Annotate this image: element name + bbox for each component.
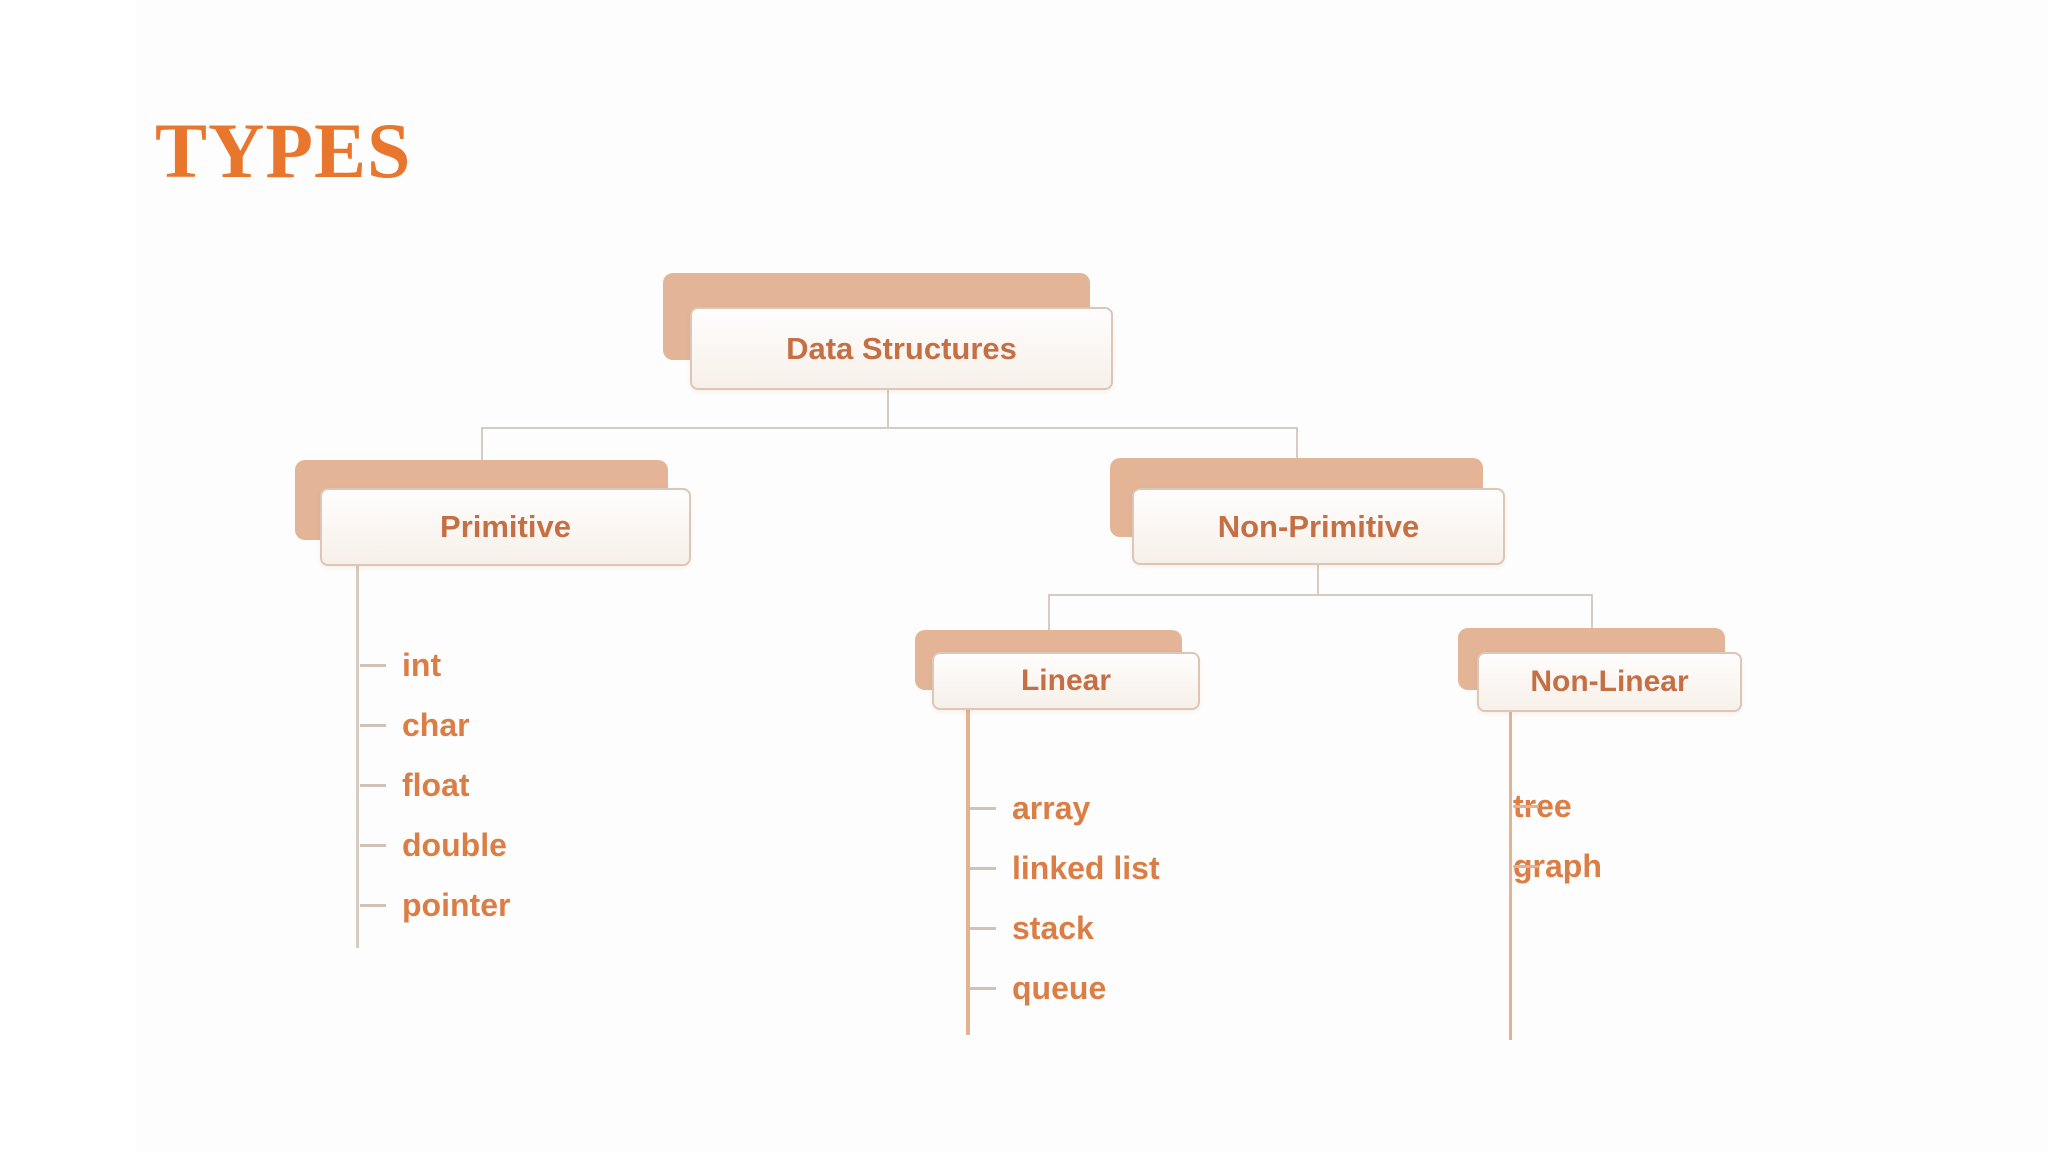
- connector-nonprimitive-bottom-drop: [1317, 563, 1319, 596]
- leaf-label-pointer: pointer: [402, 887, 511, 923]
- leaf-item: array: [970, 778, 1160, 838]
- stem-linear-leaves: [966, 710, 970, 1035]
- leaf-label-array: array: [1012, 790, 1091, 826]
- node-linear-label: Linear: [1020, 664, 1112, 697]
- connector-root-drop: [887, 390, 889, 428]
- connector-nonprimitive-drop: [1296, 427, 1298, 463]
- stem-nonlinear-leaves: [1509, 712, 1512, 1040]
- tick-line: [970, 926, 996, 930]
- node-non-primitive-label: Non-Primitive: [1217, 508, 1420, 544]
- leaf-item: int: [360, 635, 510, 695]
- tick-line: [360, 843, 386, 847]
- tick-line: [970, 806, 996, 810]
- leaf-item: graph: [1513, 836, 1602, 896]
- page-title: TYPES: [155, 107, 412, 194]
- connector-level2-horizontal: [1048, 594, 1593, 596]
- connector-linear-drop: [1048, 594, 1050, 633]
- node-data-structures: Data Structures: [690, 307, 1113, 390]
- tick-line: [360, 903, 386, 907]
- leaf-label-stack: stack: [1012, 910, 1094, 946]
- leaf-item: stack: [970, 898, 1160, 958]
- node-non-primitive: Non-Primitive: [1132, 488, 1505, 565]
- node-primitive-label: Primitive: [440, 509, 571, 544]
- leaf-label-float: float: [402, 767, 470, 803]
- leaf-list-linear: array linked list stack queue: [970, 778, 1160, 1018]
- tick-line: [1513, 864, 1539, 868]
- leaf-label-double: double: [402, 827, 507, 863]
- tick-line: [970, 986, 996, 990]
- tick-line: [360, 723, 386, 727]
- leaf-label-queue: queue: [1012, 970, 1107, 1006]
- connector-nonlinear-drop: [1591, 594, 1593, 631]
- leaf-item: float: [360, 755, 510, 815]
- leaf-item: queue: [970, 958, 1160, 1018]
- node-non-linear: Non-Linear: [1477, 652, 1742, 712]
- leaf-label-linked-list: linked list: [1012, 850, 1160, 886]
- leaf-item: pointer: [360, 875, 510, 935]
- leaf-label-char: char: [402, 707, 470, 743]
- node-non-linear-label: Non-Linear: [1530, 665, 1689, 698]
- leaf-list-primitive: int char float double pointer: [360, 635, 510, 935]
- leaf-label-int: int: [402, 647, 442, 683]
- leaf-list-non-linear: tree graph: [1513, 776, 1602, 896]
- node-linear: Linear: [932, 652, 1200, 710]
- leaf-item: double: [360, 815, 510, 875]
- tick-line: [1513, 804, 1539, 808]
- leaf-item: char: [360, 695, 510, 755]
- leaf-item: tree: [1513, 776, 1602, 836]
- node-data-structures-label: Data Structures: [786, 330, 1017, 366]
- tick-line: [970, 866, 996, 870]
- tick-line: [360, 663, 386, 667]
- connector-level1-horizontal: [481, 427, 1298, 429]
- connector-primitive-drop: [481, 427, 483, 463]
- leaf-item: linked list: [970, 838, 1160, 898]
- tick-line: [360, 783, 386, 787]
- stem-primitive-leaves: [356, 566, 359, 948]
- node-primitive: Primitive: [320, 488, 691, 566]
- slide-background: [135, 0, 2048, 1152]
